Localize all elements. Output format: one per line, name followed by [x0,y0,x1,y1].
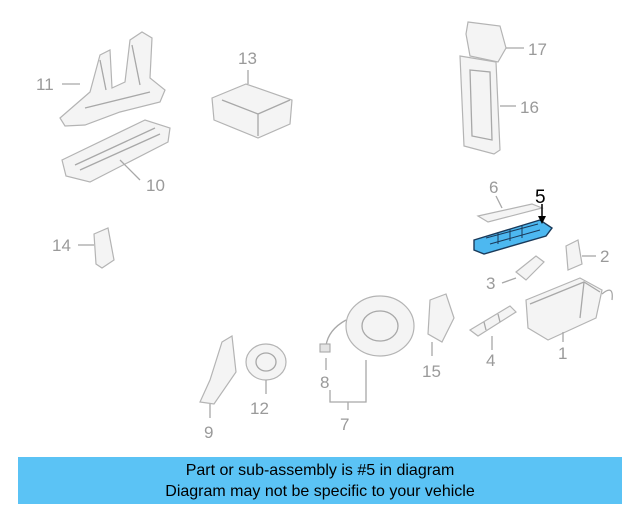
callout-14: 14 [52,236,71,255]
callout-17: 17 [528,40,547,59]
part-17-cover[interactable] [465,21,507,63]
part-3-mount[interactable] [515,255,545,281]
part-1-airbag-module[interactable] [525,277,613,341]
callout-1: 1 [558,344,567,363]
part-7-driver-airbag[interactable] [325,295,415,357]
leader-7-bracket [329,360,367,410]
arrow-5 [538,216,546,224]
part-16-tall-module[interactable] [459,55,501,155]
callout-15: 15 [422,362,441,381]
part-12-clock-spring[interactable] [245,343,287,381]
info-banner: Part or sub-assembly is #5 in diagram Di… [18,457,622,504]
part-11-seat-bracket[interactable] [59,31,166,127]
leader-3 [501,277,517,284]
part-13-control-module[interactable] [211,83,293,139]
part-5-highlighted[interactable] [473,219,554,255]
callout-6: 6 [489,178,498,197]
part-10-curtain-module[interactable] [61,119,171,183]
part-2-bracket[interactable] [565,239,583,271]
callout-8: 8 [320,373,329,392]
banner-line-2: Diagram may not be specific to your vehi… [165,483,475,500]
part-14-sensor[interactable] [93,227,115,269]
callout-5: 5 [535,187,546,208]
callout-10: 10 [146,176,165,195]
callout-9: 9 [204,423,213,442]
leader-10 [119,159,141,181]
callout-16: 16 [520,98,539,117]
part-15-sensor[interactable] [427,293,455,343]
part-4-strip[interactable] [468,305,517,337]
part-6-plate[interactable] [476,203,544,223]
callout-2: 2 [600,247,609,266]
callout-4: 4 [486,351,495,370]
callout-7: 7 [340,415,349,434]
parts-diagram: 11 10 13 17 16 6 5 2 [36,21,613,442]
callout-12: 12 [250,399,269,418]
leader-6 [495,195,503,209]
callout-13: 13 [238,49,257,68]
part-9-knee-airbag[interactable] [199,335,237,405]
banner-line-1: Part or sub-assembly is #5 in diagram [185,462,455,479]
callout-11: 11 [36,75,54,94]
callout-3: 3 [486,274,495,293]
part-8-connector[interactable] [319,343,331,353]
